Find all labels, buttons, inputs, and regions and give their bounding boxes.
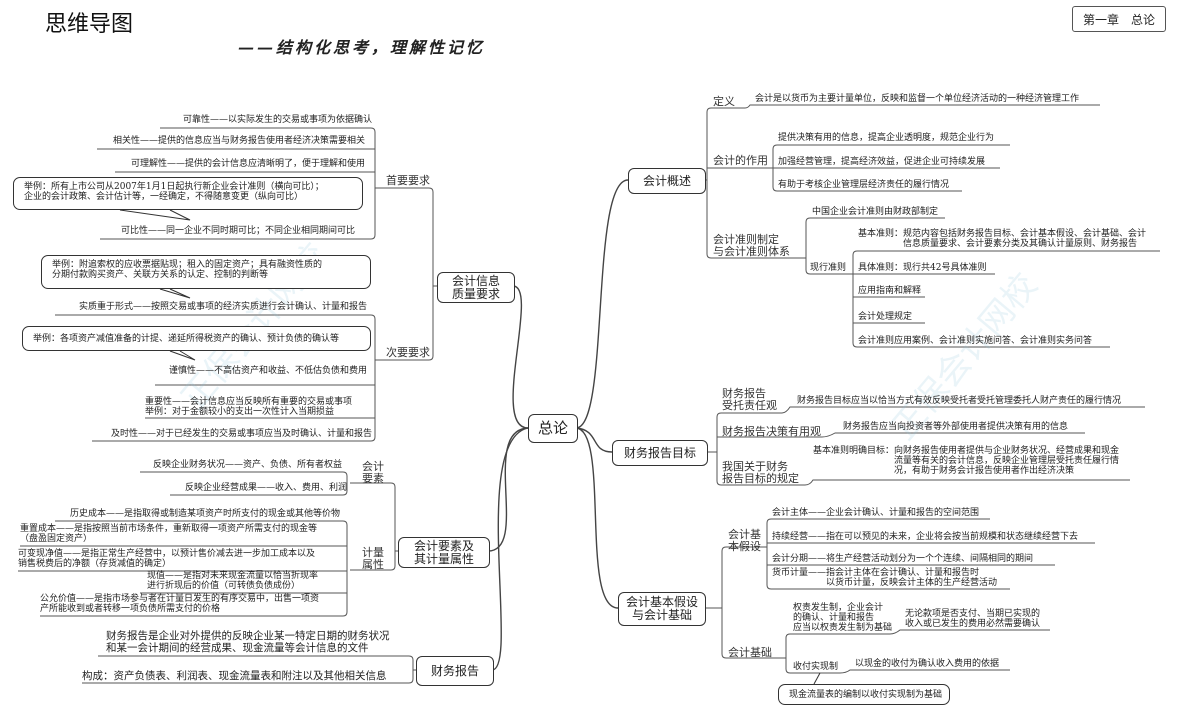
leaf-timeliness: 及时性——对于已经发生的交易或事项应当及时确认、计量和报告 [110,429,372,439]
leaf-understandability: 可理解性——提供的会计信息应清晰明了，便于理解和使用 [130,159,365,169]
callout-comparability-example: 举例：所有上市公司从2007年1月1日起执行新企业会计准则（横向可比）； 企业的… [13,177,363,210]
central-node[interactable]: 总论 [528,414,578,443]
leaf-net-realizable-value: 可变现净值——是指正常生产经营中，以预计售价减去进一步加工成本以及 销售税费后的… [18,549,316,569]
node-elements-measurement[interactable]: 会计要素及 其计量属性 [398,537,490,568]
leaf-accrual-note: 无论款项是否支付、当期已实现的 收入或已发生的费用必然需要确认 [905,609,1041,629]
label-secondary-requirements: 次要要求 [386,346,430,359]
node-financial-report[interactable]: 财务报告 [416,656,494,686]
leaf-report-definition: 财务报告是企业对外提供的反映企业某一特定日期的财务状况 和某一会计期间的经营成果… [106,630,390,654]
label-accounting-role: 会计的作用 [713,154,768,167]
leaf-cash-basis: 收付实现制 [793,662,839,672]
leaf-china-objective: 基本准则明确目标：向财务报告使用者提供与企业财务状况、经营成果和现金 流量等有关… [813,446,1120,476]
leaf-standards-maker: 中国企业会计准则由财政部制定 [812,207,939,217]
leaf-role: 提供决策有用的信息，提高企业透明度，规范企业行为 [778,133,995,143]
leaf-accounting-periods: 会计分期——将生产经营活动划分为一个个连续、间隔相同的期间 [772,554,1034,564]
leaf-comparability: 可比性——同一企业不同时期可比；不同企业相同期间可比 [120,226,355,236]
node-accounting-overview[interactable]: 会计概述 [628,168,706,194]
leaf-accrual-basis: 权责发生制，企业会计 的确认、计量和报告 应当以权责发生制为基础 [793,603,893,633]
label-measurement-attributes: 计量 属性 [362,546,384,571]
label-primary-requirements: 首要要求 [386,174,430,187]
leaf-decision-usefulness: 财务报告应当向投资者等外部使用者提供决策有用的信息 [843,422,1069,432]
leaf-going-concern: 持续经营——指在可以预见的未来，企业将会按当前规模和状态继续经营下去 [772,532,1079,542]
node-assumptions-basis[interactable]: 会计基本假设 与会计基础 [618,592,706,626]
label-current-standards: 现行准则 [810,263,847,273]
leaf-financial-position: 反映企业财务状况——资产、负债、所有者权益 [152,460,342,470]
leaf-operating-results: 反映企业经营成果——收入、费用、利润 [184,483,347,493]
label-accounting-basis: 会计基础 [728,646,772,659]
leaf-current-standard: 应用指南和解释 [858,286,922,296]
leaf-relevance: 相关性——提供的信息应当与财务报告使用者经济决策需要相关 [112,136,365,146]
label-basic-assumptions: 会计基 本假设 [728,528,761,553]
leaf-definition: 会计是以货币为主要计量单位，反映和监督一个单位经济活动的一种经济管理工作 [755,94,1080,104]
page-subtitle: ——结构化思考，理解性记忆 [238,38,486,57]
leaf-accounting-entity: 会计主体——企业会计确认、计量和报告的空间范围 [772,508,980,518]
callout-cash-flow-example: 现金流量表的编制以收付实现制为基础 [778,684,950,705]
leaf-current-standard: 基本准则：规范内容包括财务报告目标、会计基本假设、会计基础、会计 信息质量要求、… [858,229,1147,249]
leaf-substance-over-form: 实质重于形式——按照交易或事项的经济实质进行会计确认、计量和报告 [78,302,367,312]
label-china-objective: 我国关于财务 报告目标的规定 [722,460,799,485]
label-standards-system: 会计准则制定 与会计准则体系 [713,233,790,258]
label-stewardship-view: 财务报告 受托责任观 [722,387,777,412]
leaf-fair-value: 公允价值——是指市场参与者在计量日发生的有序交易中，出售一项资 产所能收到或者转… [40,594,320,614]
leaf-report-composition: 构成：资产负债表、利润表、现金流量表和附注以及其他相关信息 [82,670,387,682]
leaf-reliability: 可靠性——以实际发生的交易或事项为依据确认 [182,115,372,125]
page-title: 思维导图 [45,12,134,37]
label-definition: 定义 [713,95,735,108]
leaf-replacement-cost: 重置成本——是指按照当前市场条件，重新取得一项资产所需支付的现金等 （盘盈固定资… [20,524,318,544]
chapter-badge: 第一章 总论 [1072,6,1166,32]
callout-substance-example: 举例：附追索权的应收票据贴现；租入的固定资产；具有融资性质的 分期付款购买资产、… [41,255,371,289]
leaf-current-standard: 具体准则：现行共42号具体准则 [858,263,987,273]
node-quality-requirements[interactable]: 会计信息 质量要求 [437,272,515,303]
leaf-role: 有助于考核企业管理层经济责任的履行情况 [778,180,950,190]
leaf-present-value: 现值——是指对未来现金流量以恰当折现率 进行折现后的价值（可转债负债成份） [147,571,319,591]
leaf-current-standard: 会计处理规定 [858,312,913,322]
leaf-role: 加强经营管理，提高经济效益，促进企业可持续发展 [778,157,986,167]
leaf-monetary-measurement: 货币计量——指会计主体在会计确认、计量和报告时 以货币计量，反映会计主体的生产经… [772,568,998,588]
leaf-historical-cost: 历史成本——是指取得或制造某项资产时所支付的现金或其他等价物 [69,509,340,519]
leaf-current-standard: 会计准则应用案例、会计准则实施问答、会计准则实务问答 [858,336,1093,346]
leaf-cash-note: 以现金的收付为确认收入费用的依据 [855,659,1000,669]
label-accounting-elements: 会计 要素 [362,460,384,485]
leaf-prudence: 谨慎性——不高估资产和收益、不低估负债和费用 [168,366,367,376]
callout-prudence-example: 举例：各项资产减值准备的计提、递延所得税资产的确认、预计负债的确认等 [22,326,371,351]
leaf-materiality: 重要性——会计信息应当反映所有重要的交易或事项 举例：对于金额较小的支出一次性计… [145,397,353,417]
leaf-stewardship: 财务报告目标应当以恰当方式有效反映受托者受托管理委托人财产责任的履行情况 [797,396,1122,406]
label-decision-usefulness-view: 财务报告决策有用观 [722,425,821,438]
node-report-objective[interactable]: 财务报告目标 [612,440,708,466]
